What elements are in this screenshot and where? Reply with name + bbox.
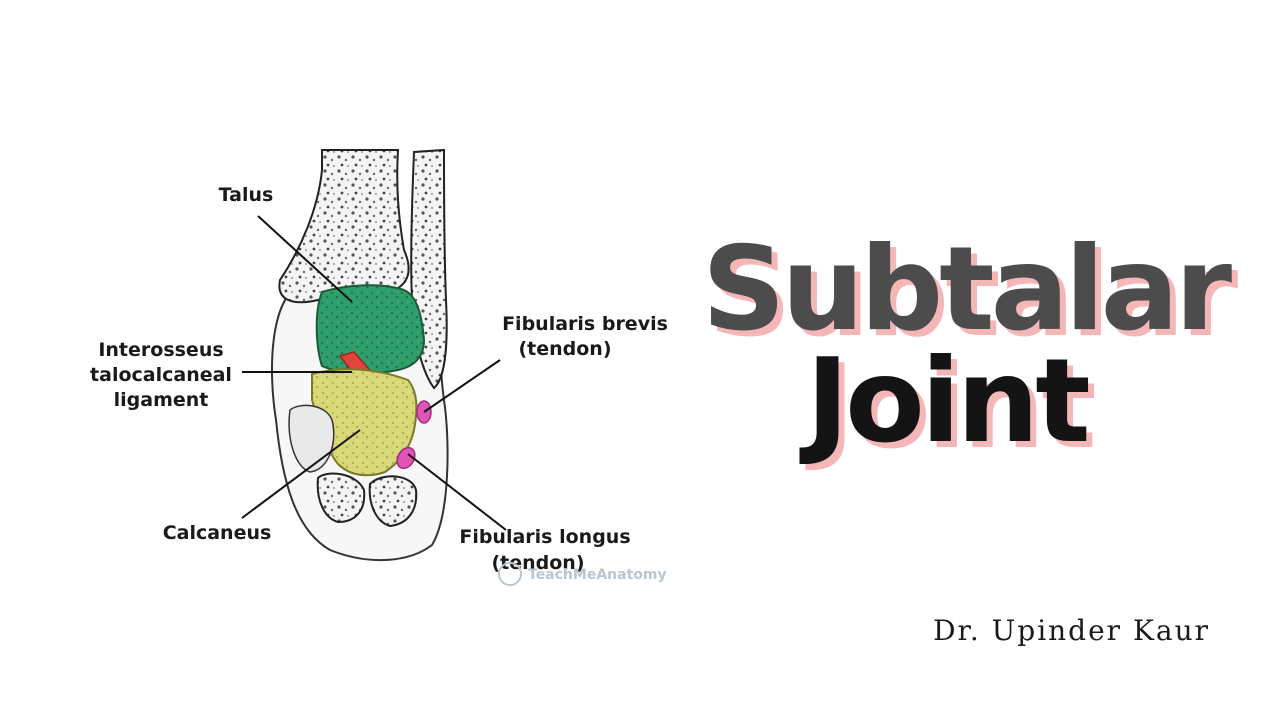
author-name: Dr. Upinder Kaur bbox=[933, 614, 1210, 647]
label-interosseus-line1: Interosseus bbox=[98, 339, 223, 361]
leader-fibularis-brevis bbox=[423, 359, 501, 413]
watermark-text: TeachMeAnatomy bbox=[528, 567, 667, 583]
label-fibularis-brevis-line1: Fibularis brevis bbox=[502, 313, 668, 335]
fibularis-longus-tendon bbox=[396, 446, 416, 470]
tibia-bone bbox=[278, 149, 410, 304]
medial-tendon-sheath bbox=[288, 404, 335, 473]
leader-calcaneus bbox=[241, 429, 361, 519]
talus-bone bbox=[315, 284, 426, 375]
label-interosseus-line3: ligament bbox=[114, 389, 209, 411]
label-fibularis-longus-line2: (tendon) bbox=[491, 552, 584, 574]
leader-fibularis-longus bbox=[407, 453, 507, 531]
lower-bone-right bbox=[368, 475, 418, 528]
leader-talus bbox=[257, 215, 353, 303]
title-line2: Joint bbox=[806, 334, 1091, 469]
label-fibularis-brevis-line2: (tendon) bbox=[518, 338, 611, 360]
label-calcaneus: Calcaneus bbox=[163, 522, 272, 544]
title-line1: Subtalar bbox=[702, 222, 1232, 357]
label-interosseus-line2: talocalcaneal bbox=[90, 364, 232, 386]
watermark: TeachMeAnatomy bbox=[498, 562, 667, 586]
label-fibularis-longus-line1: Fibularis longus bbox=[459, 526, 630, 548]
lower-bone-left bbox=[316, 472, 366, 524]
label-talus: Talus bbox=[219, 184, 274, 206]
copyright-icon bbox=[498, 562, 522, 586]
